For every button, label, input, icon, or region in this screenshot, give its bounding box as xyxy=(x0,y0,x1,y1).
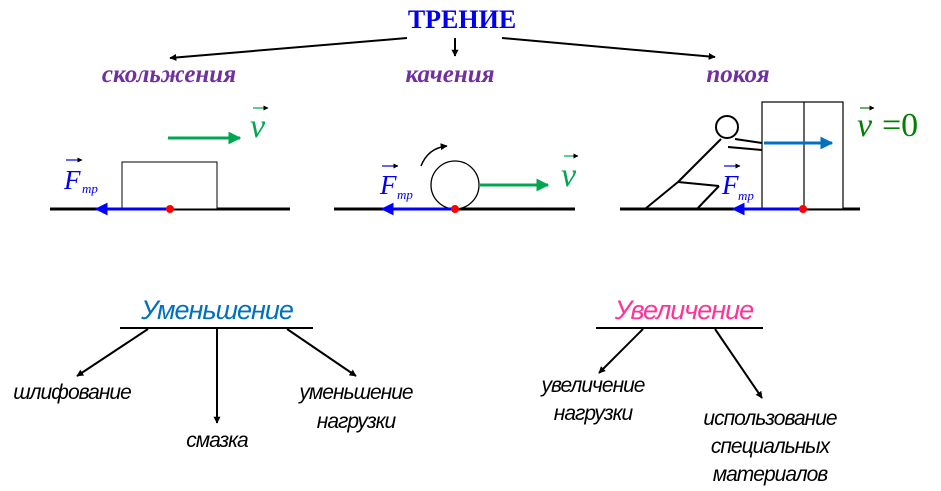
increase-section: Увеличение увеличение нагрузки использов… xyxy=(540,295,838,486)
person-head xyxy=(715,115,739,139)
rolling-illustration: v F тр xyxy=(334,143,579,216)
item-load-increase-line1: увеличение xyxy=(540,374,645,397)
force-subscript: тр xyxy=(82,181,98,196)
type-rolling: качения xyxy=(405,61,494,88)
velocity-symbol: v xyxy=(250,105,269,145)
arrow-to-sliding xyxy=(169,37,408,61)
arrow-to-materials xyxy=(714,328,763,399)
decrease-heading: Уменьшение xyxy=(140,295,294,325)
force-subscript: тр xyxy=(397,187,413,202)
sliding-illustration: v F тр xyxy=(50,105,290,216)
arrow-to-grinding xyxy=(76,328,149,377)
decrease-section: Уменьшение шлифование смазка уменьшение … xyxy=(13,295,414,452)
item-grinding: шлифование xyxy=(13,381,131,404)
type-sliding: скольжения xyxy=(102,61,236,88)
rotation-arrow xyxy=(420,143,448,167)
force-label: F xyxy=(721,170,739,200)
item-load-decrease-line1: уменьшение xyxy=(297,381,413,404)
contact-point xyxy=(799,205,807,213)
arrow-to-rest xyxy=(501,37,716,60)
arrow-to-load-increase xyxy=(598,328,644,374)
type-rest: покоя xyxy=(706,61,769,88)
force-label: F xyxy=(379,170,397,200)
force-label: F xyxy=(63,165,81,195)
velocity-label: v xyxy=(250,108,266,145)
item-load-decrease-line2: нагрузки xyxy=(317,410,397,433)
rolling-wheel xyxy=(430,160,480,210)
pushing-person xyxy=(644,115,763,210)
title: ТРЕНИЕ xyxy=(408,5,516,34)
rest-illustration: F тр v =0 xyxy=(620,101,918,216)
friction-force-symbol: F тр xyxy=(721,163,754,203)
item-materials-line2: специальных xyxy=(711,435,832,458)
arrow-to-load-decrease xyxy=(286,328,357,377)
item-materials-line3: материалов xyxy=(713,463,829,486)
item-load-increase-line2: нагрузки xyxy=(554,402,634,425)
zero-velocity-symbol: v =0 xyxy=(857,105,918,144)
contact-point xyxy=(451,205,459,213)
contact-point xyxy=(166,205,174,213)
velocity-symbol: v xyxy=(561,153,579,194)
velocity-label: v xyxy=(561,157,577,194)
force-subscript: тр xyxy=(738,188,754,203)
increase-heading: Увеличение xyxy=(614,295,754,325)
sliding-block xyxy=(121,161,218,210)
friction-force-symbol: F тр xyxy=(63,157,98,196)
velocity-zero-value: =0 xyxy=(882,107,918,144)
item-lubrication: смазка xyxy=(186,429,248,452)
heavy-cabinet xyxy=(761,101,844,210)
velocity-label: v xyxy=(857,107,873,144)
item-materials-line1: использование xyxy=(703,407,836,430)
friction-force-symbol: F тр xyxy=(379,163,413,202)
